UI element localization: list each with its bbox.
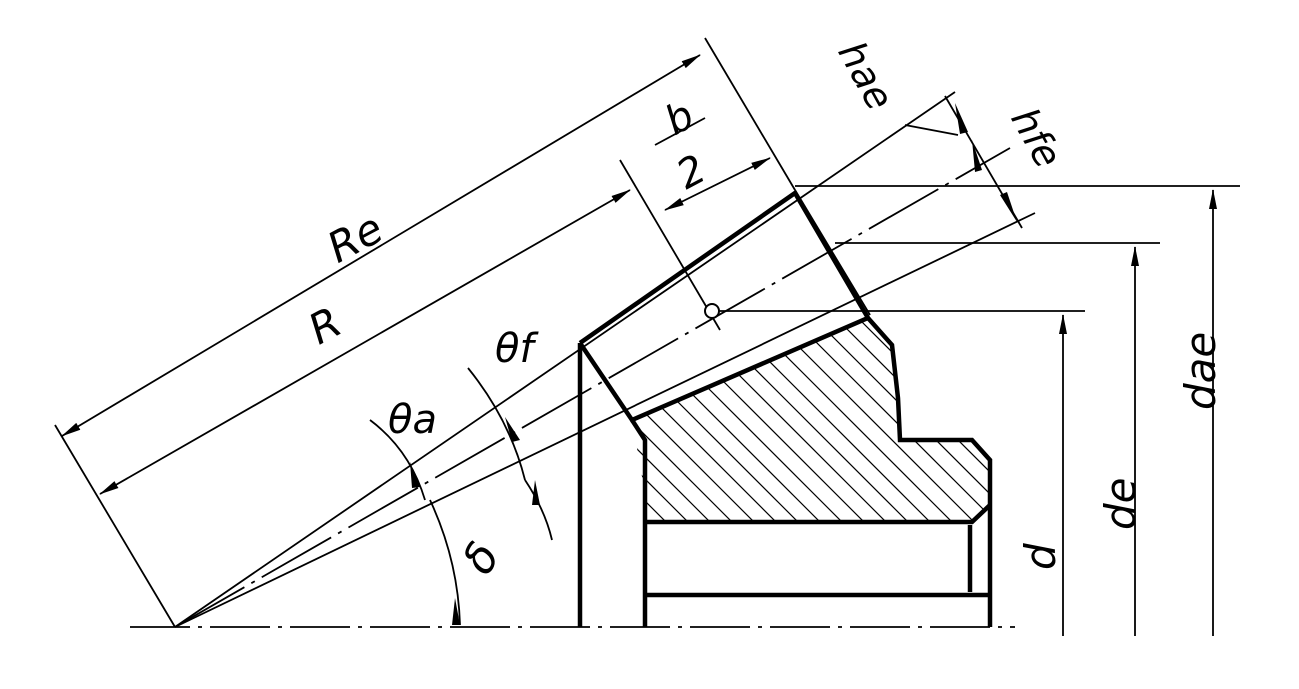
label-re: Re [319,203,391,272]
hatch-line [632,318,805,522]
face-cone-line [174,91,956,628]
hatch-line [632,318,717,522]
label-hfe: hfe [1002,101,1070,176]
gear-body-outline [630,418,648,627]
hae-arrow-leader [904,124,959,136]
hatch-line [1236,300,1299,550]
gear-hub-outline [866,316,993,627]
hatch-line [632,318,783,522]
label-delta: δ [453,534,511,583]
r-dimension-arrow [99,189,631,495]
label-d: d [1016,543,1065,570]
hatch-line [1214,300,1299,550]
root-cone-line [174,212,1036,628]
hfe-arrow-top [972,140,982,172]
b2-dimension-arrow [664,157,771,211]
label-de: de [1096,478,1145,531]
delta-arc [429,499,461,626]
delta-arrow [452,598,460,625]
label-b2-num: b [658,92,702,145]
label-theta-a: θa [388,397,437,443]
pitch-cone-line [174,147,1011,628]
hatch-line [1038,300,1288,550]
theta-f-arrow [505,417,520,442]
hatch-line [949,318,990,522]
pitch-point-circle [704,303,720,319]
label-dae: dae [1176,332,1225,410]
hae-arrow [955,103,968,134]
hatched-section [632,300,1299,550]
theta-f-arc [467,367,526,481]
label-hae: hae [829,34,902,117]
hatch-line [1280,300,1299,550]
bore-line-top [645,503,992,525]
re-extension-line [54,424,176,628]
hatch-line [632,318,739,522]
re-extension-outer [704,37,796,191]
theta-f-arc-lower [524,479,553,541]
label-theta-f: θf [495,326,539,372]
hfe-arrow-bottom [1000,192,1017,222]
label-b2-den: 2 [669,146,713,199]
theta-a-arc [369,419,426,501]
b2-fraction-bar [654,117,706,146]
hatch-line [1258,300,1299,550]
theta-f-arrow-lower [532,480,540,505]
theta-a-arrow [410,462,420,488]
label-r: R [300,297,349,354]
gear-tooth-outline [578,189,872,423]
hatch-line [632,318,695,522]
hatch-line [632,318,827,522]
